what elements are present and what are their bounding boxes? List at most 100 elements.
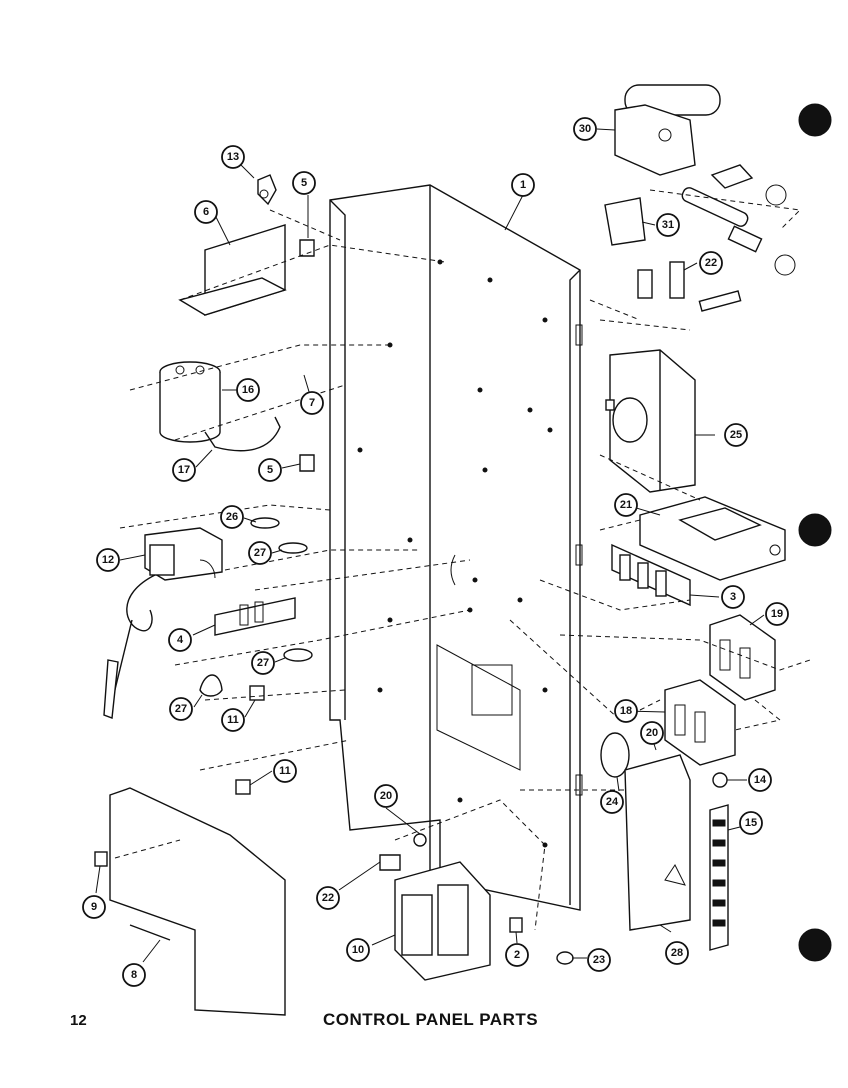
relay-12 — [103, 527, 223, 719]
svg-text:11: 11 — [227, 714, 239, 726]
grommet-11-lower — [235, 779, 251, 795]
svg-text:24: 24 — [606, 796, 619, 808]
capacitor-16 — [159, 361, 315, 472]
callout-10: 10 — [346, 938, 370, 962]
grommet-11-upper — [249, 685, 265, 701]
callout-1: 1 — [511, 173, 535, 197]
callout-17: 17 — [172, 458, 196, 482]
svg-text:10: 10 — [352, 944, 364, 956]
callout-5-lower: 5 — [258, 458, 282, 482]
callout-8: 8 — [122, 963, 146, 987]
callout-22-upper: 22 — [699, 251, 723, 275]
svg-text:22: 22 — [705, 257, 717, 269]
svg-text:27: 27 — [257, 657, 269, 669]
callout-27-lower: 27 — [169, 697, 193, 721]
svg-text:20: 20 — [646, 727, 658, 739]
binder-hole-top — [798, 103, 832, 137]
callout-24: 24 — [600, 790, 624, 814]
page-caption: CONTROL PANEL PARTS — [323, 1010, 539, 1029]
callout-27-middle: 27 — [251, 651, 275, 675]
terminal-strip-15 — [709, 804, 729, 951]
svg-text:18: 18 — [620, 705, 632, 717]
spring-23 — [556, 951, 574, 965]
svg-text:27: 27 — [254, 547, 266, 559]
callout-19: 19 — [765, 602, 789, 626]
washer-14 — [712, 772, 728, 788]
svg-text:9: 9 — [91, 901, 97, 913]
callout-14: 14 — [748, 768, 772, 792]
screw-2 — [509, 917, 523, 933]
transformer-21 — [639, 496, 786, 581]
svg-text:21: 21 — [620, 499, 632, 511]
svg-text:25: 25 — [730, 429, 742, 441]
callout-11-lower: 11 — [273, 759, 297, 783]
callout-25: 25 — [724, 423, 748, 447]
svg-text:22: 22 — [322, 892, 334, 904]
svg-text:13: 13 — [227, 151, 239, 163]
callout-18: 18 — [614, 699, 638, 723]
callout-31: 31 — [656, 213, 680, 237]
bracket-28 — [624, 754, 691, 931]
callout-2: 2 — [505, 943, 529, 967]
svg-text:23: 23 — [593, 954, 605, 966]
svg-text:16: 16 — [242, 384, 254, 396]
clips-22-upper — [637, 261, 742, 312]
bracket-6 — [178, 174, 315, 316]
svg-text:12: 12 — [102, 554, 114, 566]
callout-11-upper: 11 — [221, 708, 245, 732]
svg-text:5: 5 — [267, 464, 273, 476]
page-number: 12 — [70, 1012, 87, 1029]
callout-5-upper: 5 — [292, 171, 316, 195]
terminal-board-3 — [611, 543, 691, 607]
terminal-bracket-4 — [214, 597, 296, 636]
cover-8 — [94, 787, 286, 1016]
svg-text:20: 20 — [380, 790, 392, 802]
callout-7: 7 — [300, 391, 324, 415]
callout-22-lower: 22 — [316, 886, 340, 910]
callout-15: 15 — [739, 811, 763, 835]
svg-text:30: 30 — [579, 123, 591, 135]
callout-4: 4 — [168, 628, 192, 652]
binder-hole-bottom — [798, 928, 832, 962]
svg-text:4: 4 — [177, 634, 184, 646]
svg-text:2: 2 — [514, 949, 520, 961]
svg-text:31: 31 — [662, 219, 674, 231]
callout-30: 30 — [573, 117, 597, 141]
svg-text:3: 3 — [730, 591, 736, 603]
cap-cover-31 — [604, 197, 646, 246]
callout-28: 28 — [665, 941, 689, 965]
callout-21: 21 — [614, 493, 638, 517]
svg-text:8: 8 — [131, 969, 137, 981]
svg-text:11: 11 — [279, 765, 291, 777]
svg-text:14: 14 — [754, 774, 767, 786]
callout-12: 12 — [96, 548, 120, 572]
relay-19 — [709, 614, 776, 701]
svg-text:19: 19 — [771, 608, 783, 620]
callout-13: 13 — [221, 145, 245, 169]
callout-16: 16 — [236, 378, 260, 402]
capacitor-30 — [614, 84, 796, 276]
timer-25 — [605, 349, 696, 493]
callout-20-lower: 20 — [374, 784, 398, 808]
svg-text:17: 17 — [178, 464, 190, 476]
contactor-10 — [379, 833, 491, 981]
callout-6: 6 — [194, 200, 218, 224]
bushing-24 — [600, 732, 630, 778]
callout-27-upper: 27 — [248, 541, 272, 565]
svg-text:27: 27 — [175, 703, 187, 715]
callout-23: 23 — [587, 948, 611, 972]
svg-text:1: 1 — [520, 179, 526, 191]
svg-text:15: 15 — [745, 817, 757, 829]
svg-text:6: 6 — [203, 206, 209, 218]
callout-3: 3 — [721, 585, 745, 609]
control-panel-main — [329, 184, 583, 911]
clips — [199, 517, 313, 697]
assembly-lines — [114, 189, 811, 931]
svg-text:28: 28 — [671, 947, 683, 959]
binder-hole-middle — [798, 513, 832, 547]
svg-text:5: 5 — [301, 177, 307, 189]
svg-text:26: 26 — [226, 511, 238, 523]
relay-18 — [664, 679, 736, 766]
callout-26: 26 — [220, 505, 244, 529]
